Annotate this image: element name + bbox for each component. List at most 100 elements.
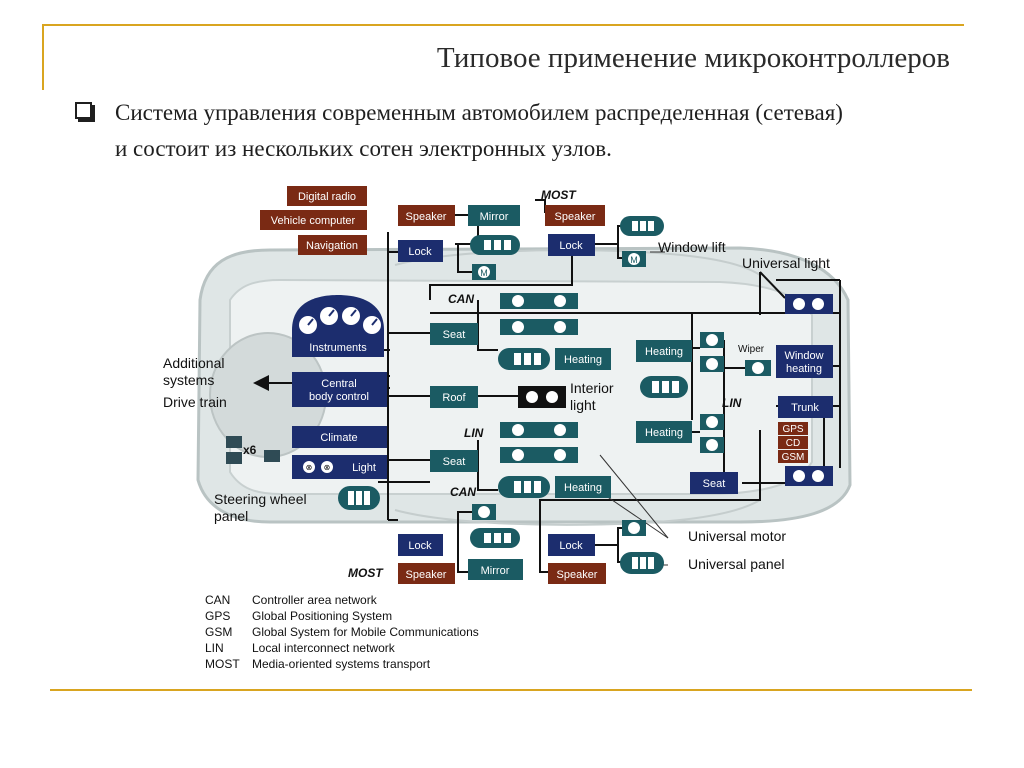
universal-light-symbol — [785, 294, 833, 314]
legend-abbr: LIN — [205, 641, 224, 655]
universal-panel-label: Universal panel — [688, 556, 785, 572]
wiper-label: Wiper — [738, 344, 765, 355]
seat-upper-module: Seat — [430, 323, 478, 345]
mirror-top-left: Mirror — [468, 205, 520, 226]
vehicle-computer-module: Vehicle computer — [260, 210, 367, 230]
panel-window-lift — [620, 216, 664, 236]
seat-right-module: Seat — [690, 472, 738, 494]
light-symbol-trunk — [785, 466, 833, 486]
mirror-bottom-left: Mirror — [468, 559, 523, 580]
can-bottom-label: CAN — [450, 485, 476, 499]
panel-seat-lower — [498, 476, 550, 498]
window-heating-label-2: heating — [786, 363, 822, 375]
speaker-top-left: Speaker — [398, 205, 455, 226]
wiper-motor — [745, 360, 771, 376]
climate-label: Climate — [320, 432, 357, 444]
motor-row-lower-2 — [500, 447, 578, 463]
panel-right-middle — [640, 376, 688, 398]
speaker-top-right: Speaker — [545, 205, 605, 226]
speaker-bottom-left: Speaker — [398, 563, 455, 584]
legend-abbr: GPS — [205, 609, 230, 623]
panel-bottom-left — [470, 528, 520, 548]
mirror-bottom-left-label: Mirror — [481, 565, 510, 577]
motor-row-upper-2 — [500, 319, 578, 335]
bullet-text-line-2: и состоит из нескольких сотен электронны… — [115, 136, 612, 161]
cd-label: CD — [786, 438, 800, 449]
heating-upper-label: Heating — [564, 354, 602, 366]
heating-mid-right-label: Heating — [645, 346, 683, 358]
lock-bottom-right-label: Lock — [559, 540, 583, 552]
svg-text:M: M — [630, 255, 638, 265]
top-rule — [42, 24, 964, 26]
roof-module: Roof — [430, 386, 478, 408]
x6-light-cluster — [226, 436, 280, 464]
legend-text: Local interconnect network — [252, 641, 396, 655]
digital-radio-module: Digital radio — [287, 186, 367, 206]
lock-bottom-left: Lock — [398, 534, 443, 556]
legend-abbr: CAN — [205, 593, 230, 607]
window-lift-label: Window lift — [658, 239, 726, 255]
gps-cd-gsm-stack: GPS CD GSM — [778, 422, 808, 463]
climate-module: Climate — [292, 426, 387, 448]
motor-row-lower-1 — [500, 422, 578, 438]
motor-bottom-left — [472, 504, 496, 520]
svg-text:⊗: ⊗ — [324, 463, 331, 472]
mirror-top-left-label: Mirror — [480, 211, 509, 223]
legend-text: Media-oriented systems transport — [252, 657, 431, 671]
legend-text: Global System for Mobile Communications — [252, 625, 479, 639]
bullet-text-line-1: Система управления современным автомобил… — [115, 100, 843, 125]
speaker-bottom-left-label: Speaker — [406, 569, 447, 581]
lock-top-left-label: Lock — [408, 246, 432, 258]
panel-seat-upper — [498, 348, 550, 370]
car-network-diagram: Digital radio Vehicle computer Navigatio… — [163, 186, 852, 671]
instruments-label: Instruments — [309, 342, 367, 354]
panel-universal — [620, 552, 664, 574]
interior-light-symbol — [518, 386, 566, 408]
heating-upper-module: Heating — [555, 348, 611, 370]
most-bottom-label: MOST — [348, 566, 384, 580]
central-body-control-module: Central body control — [292, 372, 387, 407]
speaker-bottom-right: Speaker — [548, 563, 606, 584]
digital-radio-label: Digital radio — [298, 191, 356, 203]
lock-top-left: Lock — [398, 240, 443, 262]
speaker-top-right-label: Speaker — [555, 211, 596, 223]
legend: CAN Controller area network GPS Global P… — [205, 593, 479, 671]
heating-lower-right-module: Heating — [636, 421, 692, 443]
seat-upper-label: Seat — [443, 329, 466, 341]
legend-text: Controller area network — [252, 593, 378, 607]
lock-top-right-label: Lock — [559, 240, 583, 252]
speaker-bottom-right-label: Speaker — [557, 569, 598, 581]
bullet-square-icon — [75, 102, 92, 119]
trunk-module: Trunk — [778, 396, 833, 418]
additional-systems-label-2: systems — [163, 372, 214, 388]
steering-wheel-label-1: Steering wheel — [214, 491, 307, 507]
window-heating-module: Window heating — [776, 345, 833, 378]
panel-top-left — [470, 235, 520, 255]
can-top-label: CAN — [448, 292, 474, 306]
speaker-top-left-label: Speaker — [406, 211, 447, 223]
window-heating-label-1: Window — [784, 350, 823, 362]
heating-lower-module: Heating — [555, 476, 611, 498]
interior-light-label-1: Interior — [570, 380, 614, 396]
motor-window-lift: M — [622, 251, 646, 267]
lin-right-label: LIN — [722, 396, 742, 410]
interior-light-label-2: light — [570, 397, 596, 413]
light-module: ⊗ ⊗ Light — [292, 455, 387, 479]
motor-universal — [622, 520, 646, 536]
central-body-label-2: body control — [309, 391, 369, 403]
universal-light-label: Universal light — [742, 255, 830, 271]
trunk-label: Trunk — [791, 402, 819, 414]
motor-column-right-upper — [700, 332, 724, 453]
roof-label: Roof — [442, 392, 466, 404]
steering-wheel-label-2: panel — [214, 508, 248, 524]
motor-row-upper-1 — [500, 293, 578, 309]
lock-bottom-left-label: Lock — [408, 540, 432, 552]
slide-title: Типовое применение микроконтроллеров — [436, 42, 950, 74]
navigation-module: Navigation — [298, 235, 367, 255]
heating-mid-right-module: Heating — [636, 340, 692, 362]
legend-text: Global Positioning System — [252, 609, 392, 623]
heating-lower-label: Heating — [564, 482, 602, 494]
gsm-label: GSM — [782, 452, 805, 463]
legend-abbr: GSM — [205, 625, 232, 639]
lock-bottom-right: Lock — [548, 534, 595, 556]
